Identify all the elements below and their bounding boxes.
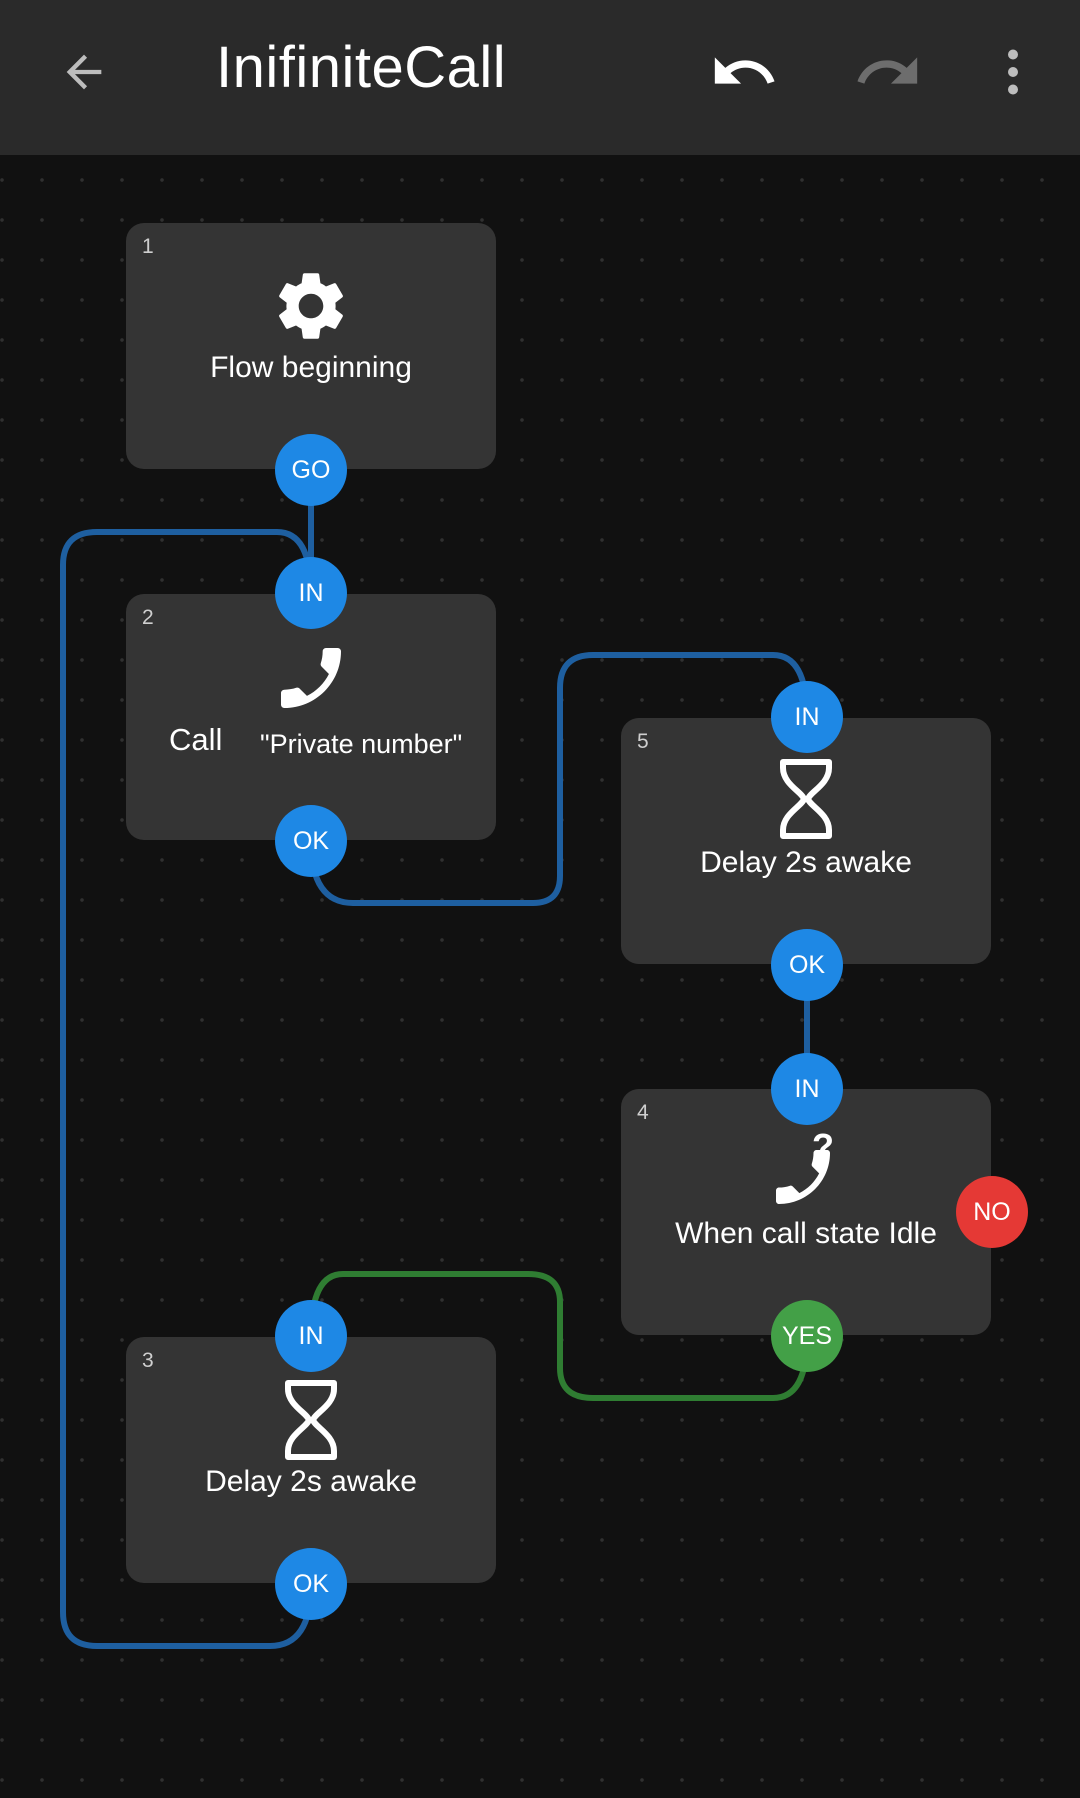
flow-title: InifiniteCall <box>216 35 507 100</box>
port-ok[interactable]: OK <box>771 929 843 1001</box>
node-number: 3 <box>142 1349 154 1372</box>
node-when-call-state[interactable]: 4 ? When call state Idle <box>621 1089 991 1335</box>
hourglass-icon <box>780 759 832 839</box>
wire-delay3-loop-to-call <box>60 529 314 1649</box>
port-in[interactable]: IN <box>771 1053 843 1125</box>
node-number: 4 <box>637 1101 649 1124</box>
port-in[interactable]: IN <box>275 1300 347 1372</box>
node-label: Delay 2s awake <box>700 846 912 879</box>
svg-text:?: ? <box>812 1129 834 1167</box>
port-ok[interactable]: OK <box>275 1548 347 1620</box>
overflow-menu-button[interactable] <box>968 27 1058 117</box>
port-go[interactable]: GO <box>275 434 347 506</box>
port-in[interactable]: IN <box>771 681 843 753</box>
node-flow-beginning[interactable]: 1 Flow beginning <box>126 223 496 469</box>
redo-button[interactable] <box>843 27 933 117</box>
gear-icon <box>279 273 343 339</box>
phone-icon <box>281 648 341 708</box>
call-number-argument: "Private number" <box>260 729 463 759</box>
node-number: 1 <box>142 235 154 258</box>
back-button[interactable] <box>39 27 129 117</box>
node-delay-5[interactable]: 5 Delay 2s awake <box>621 718 991 964</box>
node-delay-3[interactable]: 3 Delay 2s awake <box>126 1337 496 1583</box>
app-bar: InifiniteCall <box>0 0 1080 155</box>
node-label: Call <box>169 722 223 757</box>
port-in[interactable]: IN <box>275 557 347 629</box>
wire-yes-to-delay3 <box>308 1271 810 1401</box>
node-label: Delay 2s awake <box>205 1465 417 1498</box>
hourglass-icon <box>285 1380 337 1460</box>
wire-call-to-delay5 <box>308 652 810 906</box>
phone-question-icon: ? <box>776 1129 834 1204</box>
arrow-back-icon <box>66 54 102 90</box>
undo-icon <box>714 57 775 84</box>
port-yes[interactable]: YES <box>771 1300 843 1372</box>
node-label: When call state Idle <box>675 1217 937 1250</box>
node-call[interactable]: 2 Call "Private number" <box>126 594 496 840</box>
port-no[interactable]: NO <box>956 1176 1028 1248</box>
node-label: Flow beginning <box>210 351 412 384</box>
undo-button[interactable] <box>699 27 789 117</box>
node-number: 2 <box>142 606 154 629</box>
port-ok[interactable]: OK <box>275 805 347 877</box>
more-vertical-icon <box>1008 49 1018 95</box>
node-number: 5 <box>637 730 649 753</box>
redo-icon <box>857 57 918 84</box>
